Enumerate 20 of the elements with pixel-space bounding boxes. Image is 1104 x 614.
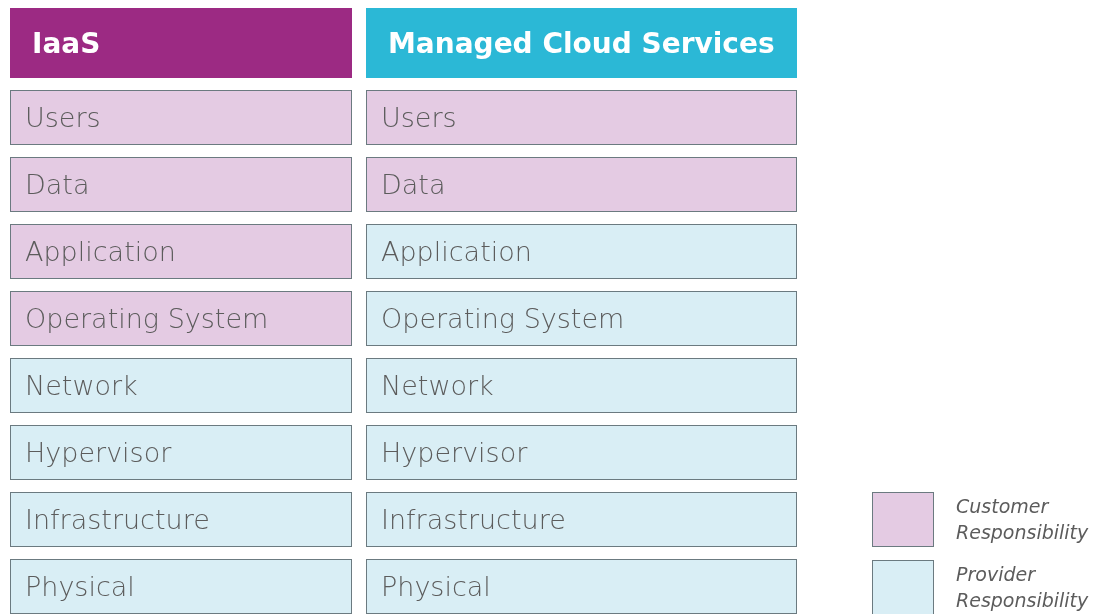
layer-row: Infrastructure [10,492,352,547]
layer-row: Users [10,90,352,145]
layer-row: Data [366,157,797,212]
layer-row: Application [366,224,797,279]
legend-label: Customer Responsibility [956,494,1090,545]
column-header: Managed Cloud Services [366,8,797,78]
layer-row: Network [10,358,352,413]
layer-row: Physical [366,559,797,614]
layer-row: Network [366,358,797,413]
layer-row: Operating System [366,291,797,346]
layer-row: Application [10,224,352,279]
layer-row: Physical [10,559,352,614]
layer-row: Operating System [10,291,352,346]
layer-row: Data [10,157,352,212]
layer-row: Infrastructure [366,492,797,547]
layer-row: Hypervisor [10,425,352,480]
legend-label: Provider Responsibility [956,562,1090,613]
column-header: IaaS [10,8,352,78]
layer-row: Users [366,90,797,145]
layer-row: Hypervisor [366,425,797,480]
